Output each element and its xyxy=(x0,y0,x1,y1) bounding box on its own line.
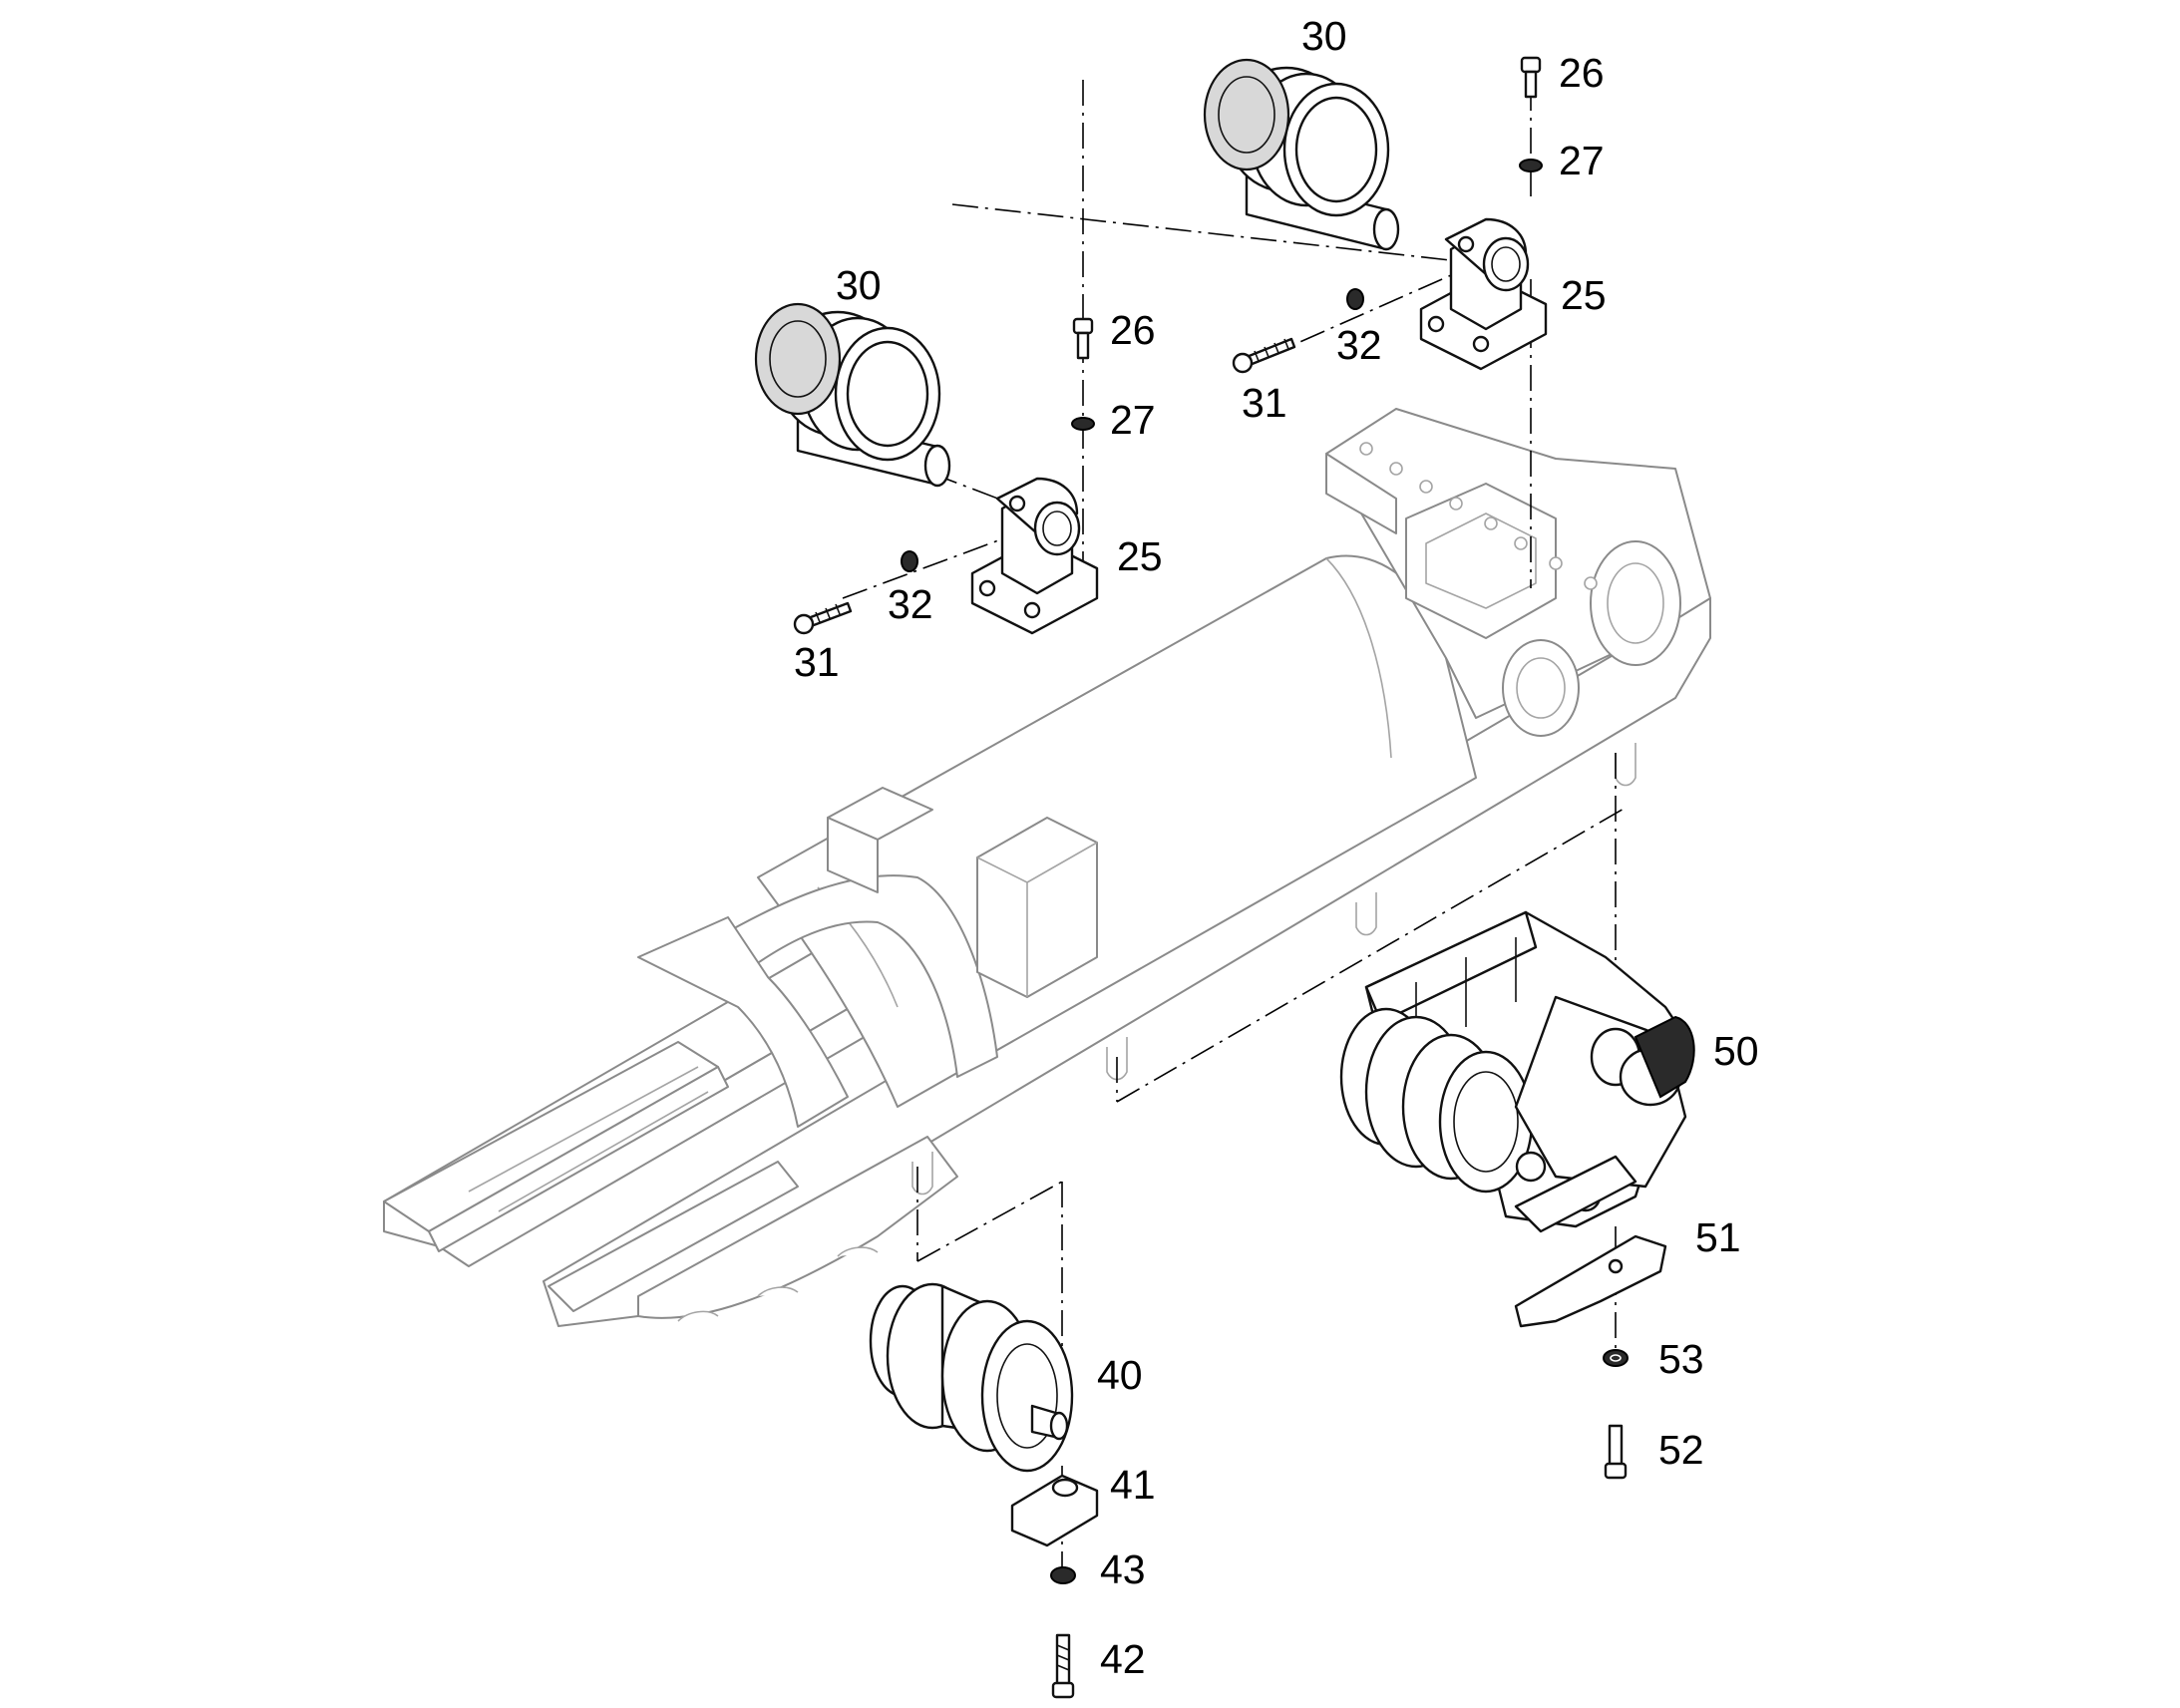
washer-32-mid xyxy=(901,550,918,572)
callout-51: 51 xyxy=(1695,1214,1741,1260)
washer-43 xyxy=(1050,1566,1076,1584)
bolt-52 xyxy=(1604,1424,1628,1480)
rear-housing-bolts xyxy=(1359,442,1598,590)
plate-51 xyxy=(1514,1234,1667,1328)
callout-53: 53 xyxy=(1658,1336,1704,1382)
callout-27-mid: 27 xyxy=(1110,397,1156,443)
callout-50: 50 xyxy=(1713,1028,1759,1074)
callout-30-mid: 30 xyxy=(836,262,882,308)
washer-27-top xyxy=(1519,159,1543,172)
track-frame xyxy=(383,408,1711,1327)
carrier-roller-top xyxy=(1203,58,1400,251)
cap-41 xyxy=(1010,1474,1099,1547)
callout-25-top: 25 xyxy=(1561,272,1607,318)
roller-bracket-top xyxy=(1419,217,1548,371)
callout-43: 43 xyxy=(1100,1546,1146,1592)
washer-32-top xyxy=(1346,288,1364,310)
bolt-26-mid xyxy=(1072,317,1094,360)
idler-assembly xyxy=(1339,910,1695,1233)
callout-31-top: 31 xyxy=(1242,380,1287,426)
callout-26-top: 26 xyxy=(1559,50,1605,96)
callout-30-top: 30 xyxy=(1301,13,1347,59)
callout-31-mid: 31 xyxy=(794,639,840,685)
callout-32-top: 32 xyxy=(1336,322,1382,368)
washer-27-mid xyxy=(1071,417,1095,431)
callout-25-mid: 25 xyxy=(1117,533,1163,579)
bolt-26-top xyxy=(1520,56,1542,99)
callout-52: 52 xyxy=(1658,1427,1704,1473)
carrier-roller-mid xyxy=(754,302,951,488)
track-roller xyxy=(869,1282,1074,1473)
callout-27-top: 27 xyxy=(1559,138,1605,183)
screw-31-mid xyxy=(793,601,853,635)
washer-53 xyxy=(1603,1349,1629,1367)
callout-40: 40 xyxy=(1097,1352,1143,1398)
roller-bracket-mid xyxy=(970,477,1099,635)
callout-26-mid: 26 xyxy=(1110,307,1156,353)
bolt-42 xyxy=(1051,1633,1075,1699)
screw-31-top xyxy=(1232,337,1296,374)
callout-41: 41 xyxy=(1110,1462,1156,1508)
callouts: 30 26 27 25 32 31 30 26 27 25 32 31 50 5… xyxy=(794,13,1759,1682)
callout-32-mid: 32 xyxy=(888,581,933,627)
callout-42: 42 xyxy=(1100,1636,1146,1682)
